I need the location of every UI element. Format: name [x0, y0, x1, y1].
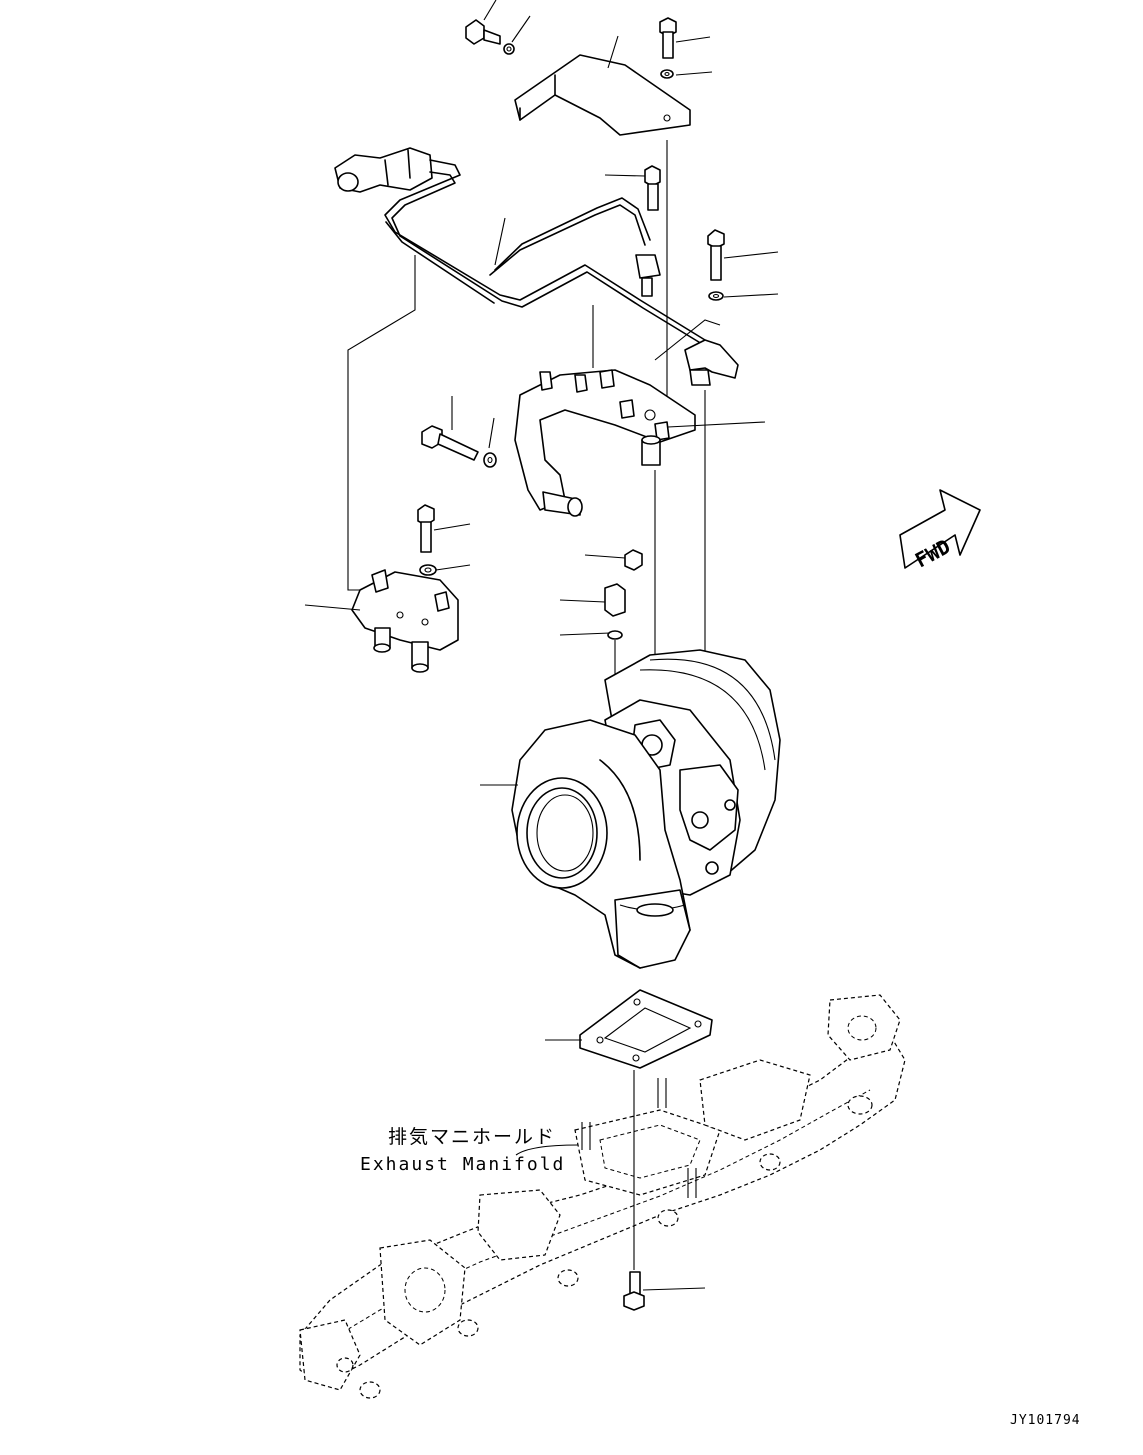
turbocharger-drawing: [511, 649, 781, 969]
exhaust-manifold-label-en: Exhaust Manifold: [360, 1154, 565, 1175]
left-bracket-drawing: [347, 255, 459, 673]
forward-direction-arrow: FWD: [899, 489, 981, 572]
gasket-drawing: [579, 989, 713, 1069]
exhaust-manifold-label-jp: 排気マニホールド: [388, 1126, 556, 1148]
leader-lines: [304, 0, 779, 1291]
bottom-bolt-drawing: [623, 1070, 645, 1311]
heat-shield-drawing: [465, 17, 691, 400]
drawing-code: JY101794: [1010, 1413, 1081, 1428]
fittings-drawing: [604, 470, 656, 700]
sensor-pipe-assembly-drawing: [334, 147, 739, 740]
bracket-drawing: [421, 369, 696, 517]
exhaust-manifold-drawing: [299, 994, 906, 1399]
